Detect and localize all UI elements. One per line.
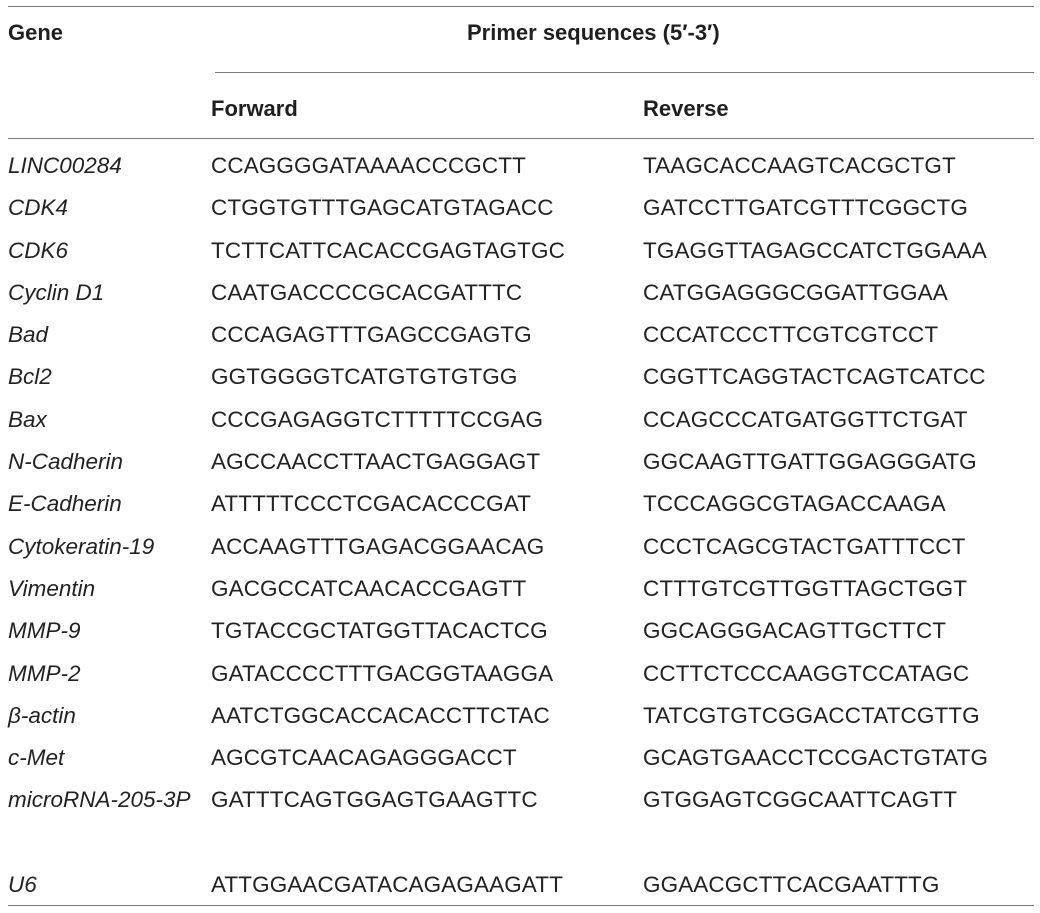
reverse-primer-cell: GTGGAGTCGGCAATTCAGTT: [643, 787, 958, 813]
table-row: LINC00284 CCAGGGGATAAAACCCGCTT TAAGCACCA…: [0, 146, 1040, 188]
table-row: Cytokeratin-19 ACCAAGTTTGAGACGGAACAG CCC…: [0, 527, 1040, 569]
forward-primer-cell: ATTTTTCCCTCGACACCCGAT: [211, 491, 531, 517]
gene-cell: Bad: [8, 322, 49, 348]
gene-cell: Vimentin: [8, 575, 96, 601]
gene-cell: U6: [8, 872, 37, 898]
header-reverse: Reverse: [643, 96, 729, 121]
reverse-primer-cell: CGGTTCAGGTACTCAGTCATCC: [643, 364, 986, 390]
table-row: CDK6 TCTTCATTCACACCGAGTAGTGC TGAGGTTAGAG…: [0, 231, 1040, 273]
forward-primer-cell: GATACCCCTTTGACGGTAAGGA: [211, 660, 554, 686]
gene-cell: Cytokeratin-19: [8, 533, 155, 559]
table-row: microRNA-205-3P GATTTCAGTGGAGTGAAGTTC GT…: [0, 780, 1040, 865]
table-top-rule: [8, 6, 1034, 7]
table-row: c-Met AGCGTCAACAGAGGGACCT GCAGTGAACCTCCG…: [0, 738, 1040, 780]
forward-primer-cell: CAATGACCCCGCACGATTTC: [211, 279, 523, 305]
forward-primer-cell: GATTTCAGTGGAGTGAAGTTC: [211, 787, 538, 813]
table-row: Vimentin GACGCCATCAACACCGAGTT CTTTGTCGTT…: [0, 569, 1040, 611]
reverse-primer-cell: CCTTCTCCCAAGGTCCATAGC: [643, 660, 970, 686]
forward-primer-cell: ATTGGAACGATACAGAGAAGATT: [211, 872, 563, 898]
gene-cell: Bcl2: [8, 364, 52, 390]
table-row: Bad CCCAGAGTTTGAGCCGAGTG CCCATCCCTTCGTCG…: [0, 315, 1040, 357]
gene-cell: microRNA-205-3P: [8, 787, 191, 813]
reverse-primer-cell: GGAACGCTTCACGAATTTG: [643, 872, 940, 898]
forward-primer-cell: ACCAAGTTTGAGACGGAACAG: [211, 533, 545, 559]
reverse-primer-cell: CATGGAGGGCGGATTGGAA: [643, 279, 948, 305]
reverse-primer-cell: CCAGCCCATGATGGTTCTGAT: [643, 406, 968, 432]
forward-primer-cell: GACGCCATCAACACCGAGTT: [211, 575, 527, 601]
forward-primer-cell: AATCTGGCACCACACCTTCTAC: [211, 702, 550, 728]
reverse-primer-cell: CCCTCAGCGTACTGATTTCCT: [643, 533, 966, 559]
reverse-primer-cell: TCCCAGGCGTAGACCAAGA: [643, 491, 946, 517]
reverse-primer-cell: CCCATCCCTTCGTCGTCCT: [643, 322, 939, 348]
gene-cell: β-actin: [8, 702, 76, 728]
forward-primer-cell: AGCCAACCTTAACTGAGGAGT: [211, 449, 541, 475]
reverse-primer-cell: CTTTGTCGTTGGTTAGCTGGT: [643, 575, 968, 601]
table-row: E-Cadherin ATTTTTCCCTCGACACCCGAT TCCCAGG…: [0, 484, 1040, 526]
table-row: β-actin AATCTGGCACCACACCTTCTAC TATCGTGTC…: [0, 696, 1040, 738]
table-row: MMP-9 TGTACCGCTATGGTTACACTCG GGCAGGGACAG…: [0, 611, 1040, 653]
table-body: LINC00284 CCAGGGGATAAAACCCGCTT TAAGCACCA…: [0, 146, 1040, 908]
forward-primer-cell: CCCGAGAGGTCTTTTTCCGAG: [211, 406, 544, 432]
gene-cell: LINC00284: [8, 153, 122, 178]
table-row: MMP-2 GATACCCCTTTGACGGTAAGGA CCTTCTCCCAA…: [0, 654, 1040, 696]
header-bottom-rule: [8, 138, 1034, 139]
header-primer-sequences: Primer sequences (5′-3′): [467, 20, 720, 45]
table-row: Cyclin D1 CAATGACCCCGCACGATTTC CATGGAGGG…: [0, 273, 1040, 315]
table-row: U6 ATTGGAACGATACAGAGAAGATT GGAACGCTTCACG…: [0, 865, 1040, 907]
gene-cell: c-Met: [8, 745, 65, 771]
forward-primer-cell: CCCAGAGTTTGAGCCGAGTG: [211, 322, 532, 348]
reverse-primer-cell: TATCGTGTCGGACCTATCGTTG: [643, 702, 980, 728]
forward-primer-cell: CTGGTGTTTGAGCATGTAGACC: [211, 195, 554, 221]
gene-cell: Bax: [8, 406, 47, 432]
forward-primer-cell: AGCGTCAACAGAGGGACCT: [211, 745, 517, 771]
reverse-primer-cell: GATCCTTGATCGTTTCGGCTG: [643, 195, 968, 221]
reverse-primer-cell: GGCAGGGACAGTTGCTTCT: [643, 618, 947, 644]
header-span-rule: [215, 72, 1034, 73]
gene-cell: Cyclin D1: [8, 279, 105, 305]
table-row: N-Cadherin AGCCAACCTTAACTGAGGAGT GGCAAGT…: [0, 442, 1040, 484]
forward-primer-cell: GGTGGGGTCATGTGTGTGG: [211, 364, 518, 390]
reverse-primer-cell: TGAGGTTAGAGCCATCTGGAAA: [643, 237, 987, 263]
table-row: CDK4 CTGGTGTTTGAGCATGTAGACC GATCCTTGATCG…: [0, 188, 1040, 230]
table-row: Bcl2 GGTGGGGTCATGTGTGTGG CGGTTCAGGTACTCA…: [0, 357, 1040, 399]
gene-cell: CDK4: [8, 195, 69, 221]
table-row: Bax CCCGAGAGGTCTTTTTCCGAG CCAGCCCATGATGG…: [0, 400, 1040, 442]
reverse-primer-cell: GGCAAGTTGATTGGAGGGATG: [643, 449, 977, 475]
reverse-primer-cell: GCAGTGAACCTCCGACTGTATG: [643, 745, 989, 771]
reverse-primer-cell: TAAGCACCAAGTCACGCTGT: [643, 153, 956, 178]
forward-primer-cell: TCTTCATTCACACCGAGTAGTGC: [211, 237, 565, 263]
forward-primer-cell: TGTACCGCTATGGTTACACTCG: [211, 618, 548, 644]
header-gene: Gene: [8, 20, 64, 45]
gene-cell: E-Cadherin: [8, 491, 122, 517]
header-forward: Forward: [211, 96, 298, 121]
gene-cell: N-Cadherin: [8, 449, 124, 475]
forward-primer-cell: CCAGGGGATAAAACCCGCTT: [211, 153, 526, 178]
gene-cell: MMP-2: [8, 660, 81, 686]
table-bottom-rule: [8, 905, 1034, 906]
gene-cell: MMP-9: [8, 618, 81, 644]
gene-cell: CDK6: [8, 237, 69, 263]
